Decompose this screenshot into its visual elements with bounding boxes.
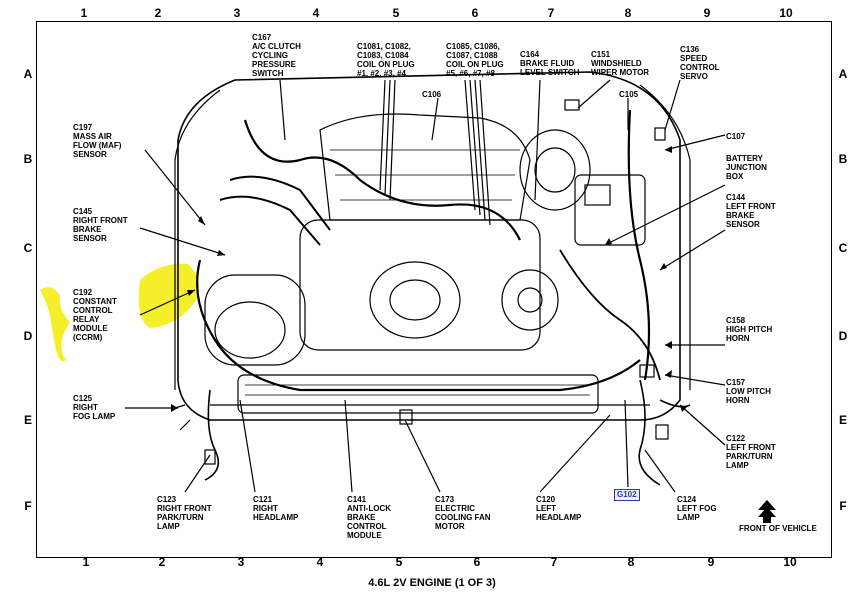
label-c124: C124 LEFT FOG LAMP [677,495,717,522]
label-c125: C125 RIGHT FOG LAMP [73,394,116,421]
row-letter: C [23,241,33,255]
column-number: 10 [783,555,797,569]
diagram-frame [36,21,832,558]
label-c141: C141 ANTI-LOCK BRAKE CONTROL MODULE [347,495,391,540]
label-c105: C105 [619,90,639,99]
label-c158: C158 HIGH PITCH HORN [726,316,773,343]
row-letter: E [838,413,847,427]
row-letter: E [23,413,32,427]
row-letter: B [838,152,848,166]
label-c167: C167 A/C CLUTCH CYCLING PRESSURE SWITCH [252,33,301,78]
label-c121: C121 RIGHT HEADLAMP [253,495,299,522]
column-number: 7 [550,555,558,569]
label-c164: C164 BRAKE FLUID LEVEL SWITCH [520,50,580,77]
column-number: 3 [233,6,241,20]
column-number: 2 [158,555,166,569]
label-c151: C151 WINDSHIELD WIPER MOTOR [591,50,650,77]
column-number: 3 [237,555,245,569]
column-number: 9 [707,555,715,569]
column-number: 8 [627,555,635,569]
column-number: 9 [703,6,711,20]
row-letter: F [24,499,32,513]
label-c157: C157 LOW PITCH HORN [726,378,771,405]
label-c192: C192 CONSTANT CONTROL RELAY MODULE (CCRM… [73,288,117,342]
highlight-mark [40,287,70,362]
label-c145: C145 RIGHT FRONT BRAKE SENSOR [73,207,128,243]
label-c107: C107 [726,132,746,141]
front-of-vehicle-label: FRONT OF VEHICLE [739,524,817,533]
row-letter: D [23,329,33,343]
column-number: 4 [316,555,324,569]
row-letter: D [838,329,848,343]
label-c1081: C1081, C1082, C1083, C1084 COIL ON PLUG … [357,42,415,78]
label-c122: C122 LEFT FRONT PARK/TURN LAMP [726,434,776,470]
row-letter: F [839,499,847,513]
row-letter: A [23,67,33,81]
column-number: 10 [779,6,793,20]
highlight-mark [138,263,200,328]
label-c197: C197 MASS AIR FLOW (MAF) SENSOR [73,123,122,159]
front-of-vehicle-icon [758,500,776,523]
column-number: 5 [392,6,400,20]
label-c120: C120 LEFT HEADLAMP [536,495,582,522]
row-letter: B [23,152,33,166]
row-letter: C [838,241,848,255]
column-number: 5 [395,555,403,569]
diagram-caption: 4.6L 2V ENGINE (1 OF 3) [368,577,496,589]
label-battery-junction-box: BATTERY JUNCTION BOX [726,154,767,181]
label-c123: C123 RIGHT FRONT PARK/TURN LAMP [157,495,212,531]
column-number: 2 [154,6,162,20]
column-number: 1 [82,555,90,569]
label-c106: C106 [422,90,442,99]
column-number: 7 [547,6,555,20]
ground-point-g102: G102 [614,489,640,501]
row-letter: A [838,67,848,81]
column-number: 6 [471,6,479,20]
label-c144: C144 LEFT FRONT BRAKE SENSOR [726,193,776,229]
column-number: 6 [473,555,481,569]
column-number: 1 [80,6,88,20]
label-c136: C136 SPEED CONTROL SERVO [680,45,720,81]
label-c1085: C1085, C1086, C1087, C1088 COIL ON PLUG … [446,42,504,78]
column-number: 4 [312,6,320,20]
label-c173: C173 ELECTRIC COOLING FAN MOTOR [435,495,491,531]
column-number: 8 [624,6,632,20]
